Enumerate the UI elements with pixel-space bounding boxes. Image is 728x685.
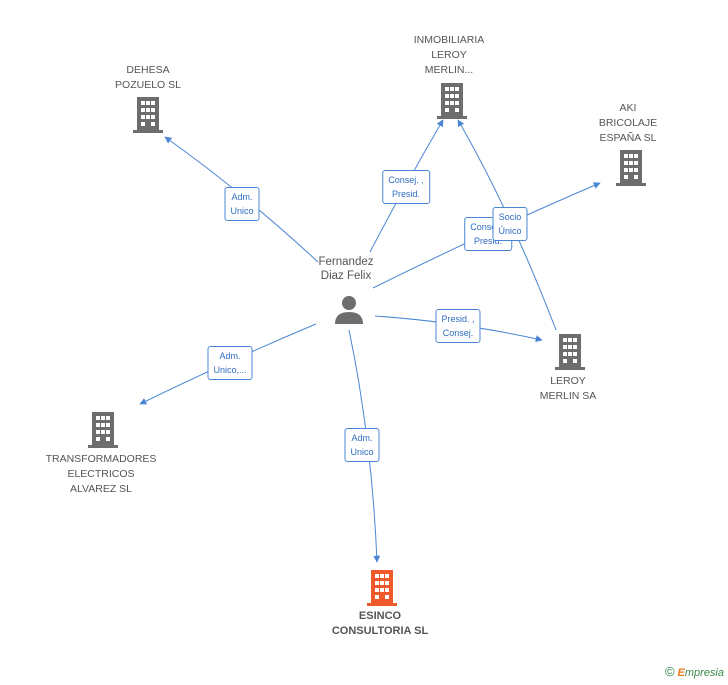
building-icon[interactable] bbox=[133, 97, 163, 133]
brand-footer: ©Empresia bbox=[665, 664, 724, 679]
node-label-dehesa: DEHESA POZUELO SL bbox=[115, 64, 181, 91]
node-label-inmobiliaria: INMOBILIARIA LEROY MERLIN... bbox=[413, 34, 485, 76]
building-icon[interactable] bbox=[555, 334, 585, 370]
building-icon[interactable] bbox=[88, 412, 118, 448]
edge-label-inmobiliaria[interactable]: Consej. , Presid. bbox=[382, 170, 430, 204]
copyright-icon: © bbox=[664, 664, 675, 679]
node-label-esinco: ESINCO CONSULTORIA SL bbox=[331, 610, 429, 637]
node-label-transformadores: TRANSFORMADORES ELECTRICOS ALVAREZ SL bbox=[45, 453, 157, 495]
node-label-leroy: LEROY MERLIN SA bbox=[539, 375, 597, 402]
edge-label-dehesa[interactable]: Adm. Unico bbox=[224, 187, 260, 221]
brand-initial: E bbox=[677, 667, 685, 679]
edge-label-leroy[interactable]: Presid. , Consej. bbox=[435, 309, 481, 343]
building-icon-highlight[interactable] bbox=[367, 570, 397, 606]
edge-label-transformadores[interactable]: Adm. Unico,... bbox=[207, 346, 253, 380]
node-label-aki: AKI BRICOLAJE ESPAÑA SL bbox=[598, 102, 658, 144]
edge-label-leroy-aki[interactable]: Socio Único bbox=[492, 207, 528, 241]
person-icon[interactable] bbox=[334, 294, 364, 324]
building-icon[interactable] bbox=[616, 150, 646, 186]
brand-name: mpresia bbox=[684, 667, 724, 679]
node-label-person: Fernandez Diaz Felix bbox=[318, 256, 374, 282]
building-icon[interactable] bbox=[437, 83, 467, 119]
edge-label-esinco[interactable]: Adm. Unico bbox=[344, 428, 380, 462]
